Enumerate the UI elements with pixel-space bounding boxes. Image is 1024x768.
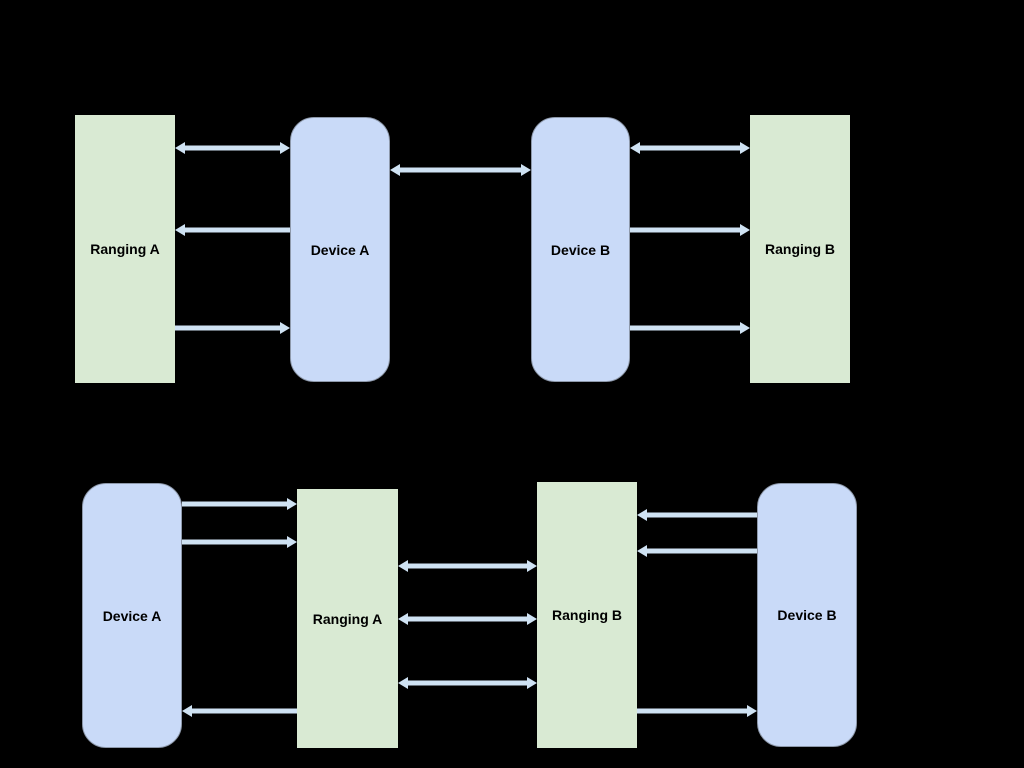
arrow-shaft [183,227,290,233]
arrow-shaft [630,325,742,331]
node-label: Ranging B [765,241,835,257]
arrowhead-left-icon [637,509,647,521]
arrow-shaft [645,512,757,518]
node-label: Device A [102,607,162,624]
arrowhead-left-icon [630,142,640,154]
arrow-shaft [406,616,529,622]
node-device-a: Device A [82,483,182,748]
node-label: Device B [777,607,837,623]
node-device-a: Device A [290,117,390,382]
arrowhead-right-icon [527,613,537,625]
arrow-connector [630,141,750,155]
arrow-connector [637,508,757,522]
arrowhead-right-icon [527,560,537,572]
arrowhead-left-icon [398,613,408,625]
node-label: Ranging B [552,607,622,623]
arrowhead-left-icon [390,164,400,176]
arrow-shaft [182,539,289,545]
arrow-shaft [398,167,523,173]
node-ranging-a: Ranging A [75,115,175,383]
node-label: Device A [310,241,370,258]
arrowhead-left-icon [637,545,647,557]
node-ranging-b: Ranging B [537,482,637,748]
arrow-connector [637,704,757,718]
arrowhead-right-icon [521,164,531,176]
arrowhead-left-icon [182,705,192,717]
arrowhead-right-icon [740,322,750,334]
arrow-connector [182,704,297,718]
arrow-connector [398,676,537,690]
arrowhead-right-icon [280,322,290,334]
node-label: Ranging A [90,241,160,257]
node-label: Device B [550,241,611,258]
arrowhead-right-icon [287,498,297,510]
arrow-connector [182,497,297,511]
arrow-connector [630,223,750,237]
arrowhead-right-icon [747,705,757,717]
node-device-b: Device B [757,483,857,747]
arrow-shaft [630,227,742,233]
node-device-b: Device B [531,117,630,382]
node-label: Ranging A [312,610,383,627]
arrow-connector [637,544,757,558]
arrowhead-right-icon [740,142,750,154]
arrow-shaft [406,563,529,569]
arrow-connector [175,223,290,237]
arrow-connector [175,321,290,335]
arrow-shaft [637,708,749,714]
arrowhead-right-icon [287,536,297,548]
arrow-shaft [175,325,282,331]
arrowhead-left-icon [398,560,408,572]
arrow-connector [630,321,750,335]
arrowhead-left-icon [175,142,185,154]
arrowhead-right-icon [740,224,750,236]
arrow-connector [390,163,531,177]
arrow-shaft [406,680,529,686]
arrow-shaft [638,145,742,151]
arrowhead-left-icon [175,224,185,236]
arrow-connector [398,559,537,573]
arrow-shaft [183,145,282,151]
arrow-connector [175,141,290,155]
arrowhead-left-icon [398,677,408,689]
arrow-connector [398,612,537,626]
arrow-shaft [182,501,289,507]
arrowhead-right-icon [280,142,290,154]
arrow-shaft [645,548,757,554]
node-ranging-a: Ranging A [297,489,398,748]
arrow-connector [182,535,297,549]
arrow-shaft [190,708,297,714]
arrowhead-right-icon [527,677,537,689]
node-ranging-b: Ranging B [750,115,850,383]
